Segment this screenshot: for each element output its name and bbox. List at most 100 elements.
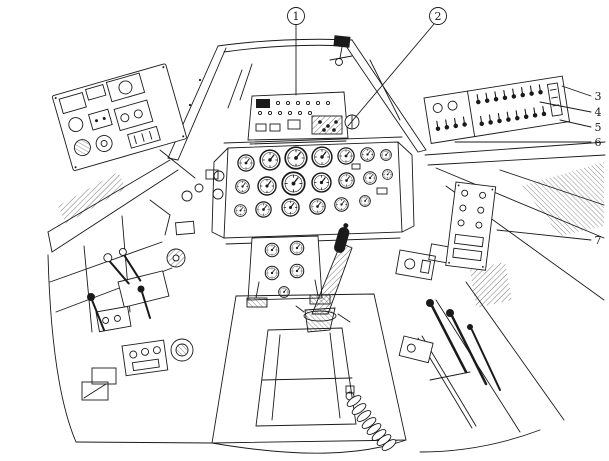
ink-stroke: [366, 423, 382, 435]
fuselage-structure-right: [417, 141, 606, 453]
ink-stroke: [261, 377, 353, 381]
ink-stroke: [87, 108, 113, 131]
callout-6: 6: [454, 136, 602, 149]
callout-1: 1: [287, 7, 305, 96]
ink-stroke: [177, 47, 227, 161]
throttle-quadrant: [103, 247, 170, 308]
ink-stroke: [452, 247, 483, 262]
gauge: [363, 171, 377, 185]
ink-stroke: [131, 358, 160, 372]
ink-stroke: [287, 119, 301, 130]
ink-stroke: [95, 305, 132, 333]
gauge: [338, 172, 355, 189]
ink-stroke: [73, 139, 91, 157]
ink-stroke: [129, 350, 138, 359]
ink-stroke: [334, 223, 350, 253]
ink-stroke: [424, 141, 606, 156]
ink-stroke: [164, 214, 171, 236]
ink-stroke: 1 2 3 4 5 6 7: [47, 7, 606, 454]
ink-stroke: [546, 82, 563, 117]
ink-stroke: [170, 338, 194, 362]
ink-stroke: [47, 231, 53, 253]
ink-stroke: [113, 99, 154, 132]
ink-stroke: [335, 58, 343, 66]
ink-stroke: [561, 85, 592, 97]
callout-3-label: 3: [595, 90, 602, 103]
callout-3: 3: [561, 85, 602, 103]
ink-stroke: [329, 55, 353, 61]
gauge: [234, 204, 247, 217]
ink-stroke: [297, 110, 303, 116]
ink-stroke: [75, 441, 213, 444]
callout-6-label: 6: [595, 136, 602, 149]
ink-stroke: [339, 46, 343, 59]
ink-stroke: [496, 229, 592, 241]
ink-stroke: [127, 125, 161, 149]
ink-stroke: [315, 100, 321, 106]
ink-stroke: [95, 119, 99, 123]
callout-4: 4: [539, 101, 602, 119]
ink-stroke: [334, 120, 338, 124]
gauge: [259, 149, 281, 171]
control-stick: [295, 223, 353, 333]
gauge: [281, 171, 306, 196]
ink-stroke: [149, 199, 171, 216]
ink-stroke: [255, 123, 267, 132]
ink-stroke: [58, 91, 87, 115]
gauge: [281, 198, 300, 217]
ink-stroke: [475, 221, 483, 229]
ink-stroke: [246, 297, 268, 308]
ink-stroke: [457, 219, 465, 227]
ink-stroke: [74, 166, 77, 169]
ink-stroke: [212, 188, 224, 200]
ink-stroke: [87, 293, 95, 301]
ink-stroke: [227, 69, 243, 109]
ink-stroke: [457, 184, 460, 187]
gauge: [264, 242, 280, 258]
ink-stroke: [477, 206, 485, 214]
ink-stroke: [417, 149, 427, 153]
ink-stroke: [175, 343, 189, 357]
ink-stroke: [481, 266, 484, 268]
ink-stroke: [141, 291, 151, 319]
ink-stroke: [549, 88, 557, 91]
ink-stroke: [275, 100, 281, 106]
left-detail-panel-arm: [159, 149, 196, 179]
ink-stroke: [211, 147, 229, 239]
ink-stroke: [435, 167, 605, 239]
ink-stroke: [448, 261, 451, 264]
gauge: [359, 195, 371, 207]
ink-stroke: [118, 80, 133, 95]
right-console: [395, 243, 512, 391]
ink-stroke: [54, 97, 57, 100]
ink-stroke: [491, 188, 494, 191]
ink-stroke: [255, 327, 357, 427]
ink-stroke: [188, 103, 192, 107]
ink-stroke: [121, 339, 169, 377]
ink-stroke: [102, 116, 106, 120]
ink-stroke: [345, 45, 419, 153]
gauge: [264, 265, 280, 281]
ink-stroke: [51, 169, 179, 253]
ink-stroke: [175, 220, 195, 236]
ink-stroke: [149, 131, 153, 140]
ink-stroke: [471, 329, 501, 391]
ink-stroke: [91, 367, 117, 385]
ink-stroke: [103, 253, 113, 263]
ink-stroke: [419, 259, 431, 274]
gauge: [237, 154, 255, 172]
ink-stroke: [351, 163, 361, 170]
ink-stroke: [120, 113, 130, 123]
gauge: [334, 197, 349, 212]
ink-stroke: [318, 120, 322, 124]
ink-stroke: [205, 169, 219, 180]
callout-7: 7: [496, 229, 602, 247]
ink-stroke: [81, 381, 109, 401]
ink-stroke: [100, 140, 108, 147]
ink-stroke: [397, 141, 415, 233]
ink-stroke: [167, 157, 179, 161]
ink-stroke: [141, 347, 149, 356]
ink-stroke: [346, 395, 362, 407]
ink-stroke: [211, 439, 407, 454]
ink-stroke: [84, 83, 107, 101]
